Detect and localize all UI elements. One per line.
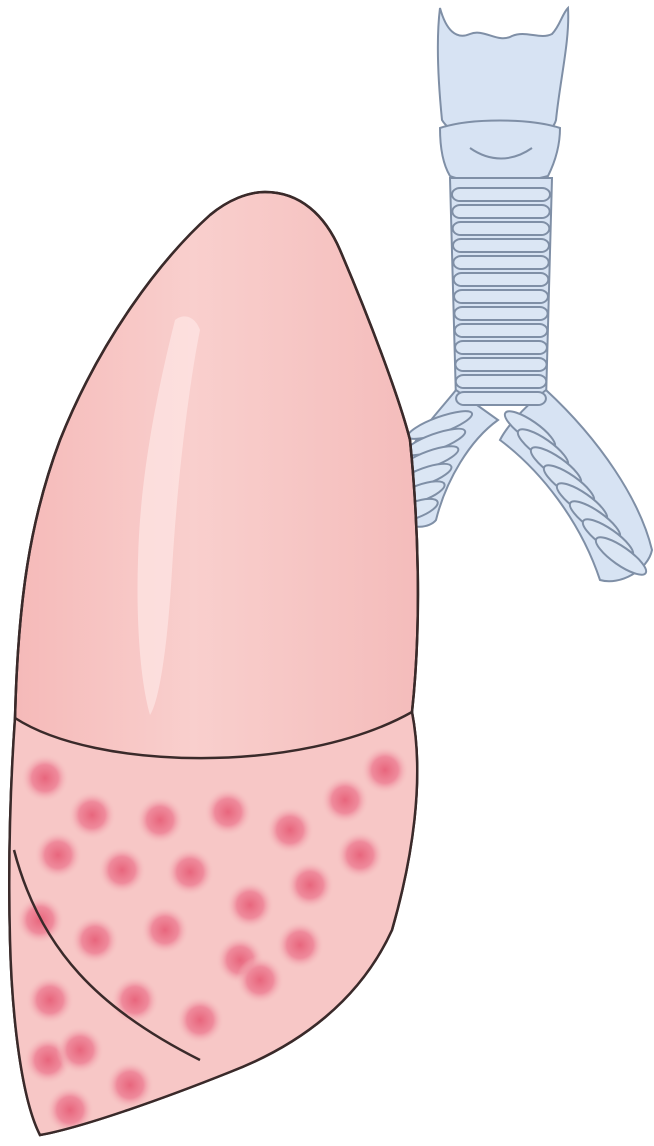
lesion-spot — [321, 776, 369, 824]
lesion-spot — [361, 746, 409, 794]
tracheal-ring — [456, 375, 547, 388]
tracheal-ring — [454, 307, 547, 320]
lung-icon — [0, 192, 440, 1146]
thyroid-cartilage — [440, 121, 560, 183]
lesion-spot — [236, 956, 284, 1004]
lesion-spot — [166, 848, 214, 896]
lesion-spot — [111, 976, 159, 1024]
lesion-spot — [21, 754, 69, 802]
lower-lobe-region — [0, 700, 440, 1146]
lesion-spot — [226, 881, 274, 929]
lesion-spot — [266, 806, 314, 854]
tracheal-ring — [455, 358, 546, 371]
tracheal-ring — [453, 239, 549, 252]
lesion-spot — [56, 1026, 104, 1074]
lesion-spot — [286, 861, 334, 909]
lesion-spot — [276, 921, 324, 969]
lesion-spot — [34, 831, 82, 879]
lesion-spot — [136, 796, 184, 844]
lesion-spot — [68, 791, 116, 839]
tracheal-ring — [453, 256, 548, 269]
tracheal-ring — [453, 222, 550, 235]
tracheal-ring — [455, 324, 548, 337]
tracheal-ring — [452, 205, 549, 218]
tracheal-ring — [454, 290, 548, 303]
lesion-spot — [141, 906, 189, 954]
tracheal-ring — [455, 341, 547, 354]
lesion-spot — [26, 976, 74, 1024]
lesion-spot — [98, 846, 146, 894]
lesion-spot — [336, 831, 384, 879]
lesion-spot — [176, 996, 224, 1044]
lesion-spot — [204, 788, 252, 836]
tracheal-ring — [454, 273, 549, 286]
tracheal-ring — [452, 188, 550, 201]
lesion-spot — [71, 916, 119, 964]
lesion-spot — [106, 1061, 154, 1109]
tracheal-ring — [456, 392, 546, 405]
